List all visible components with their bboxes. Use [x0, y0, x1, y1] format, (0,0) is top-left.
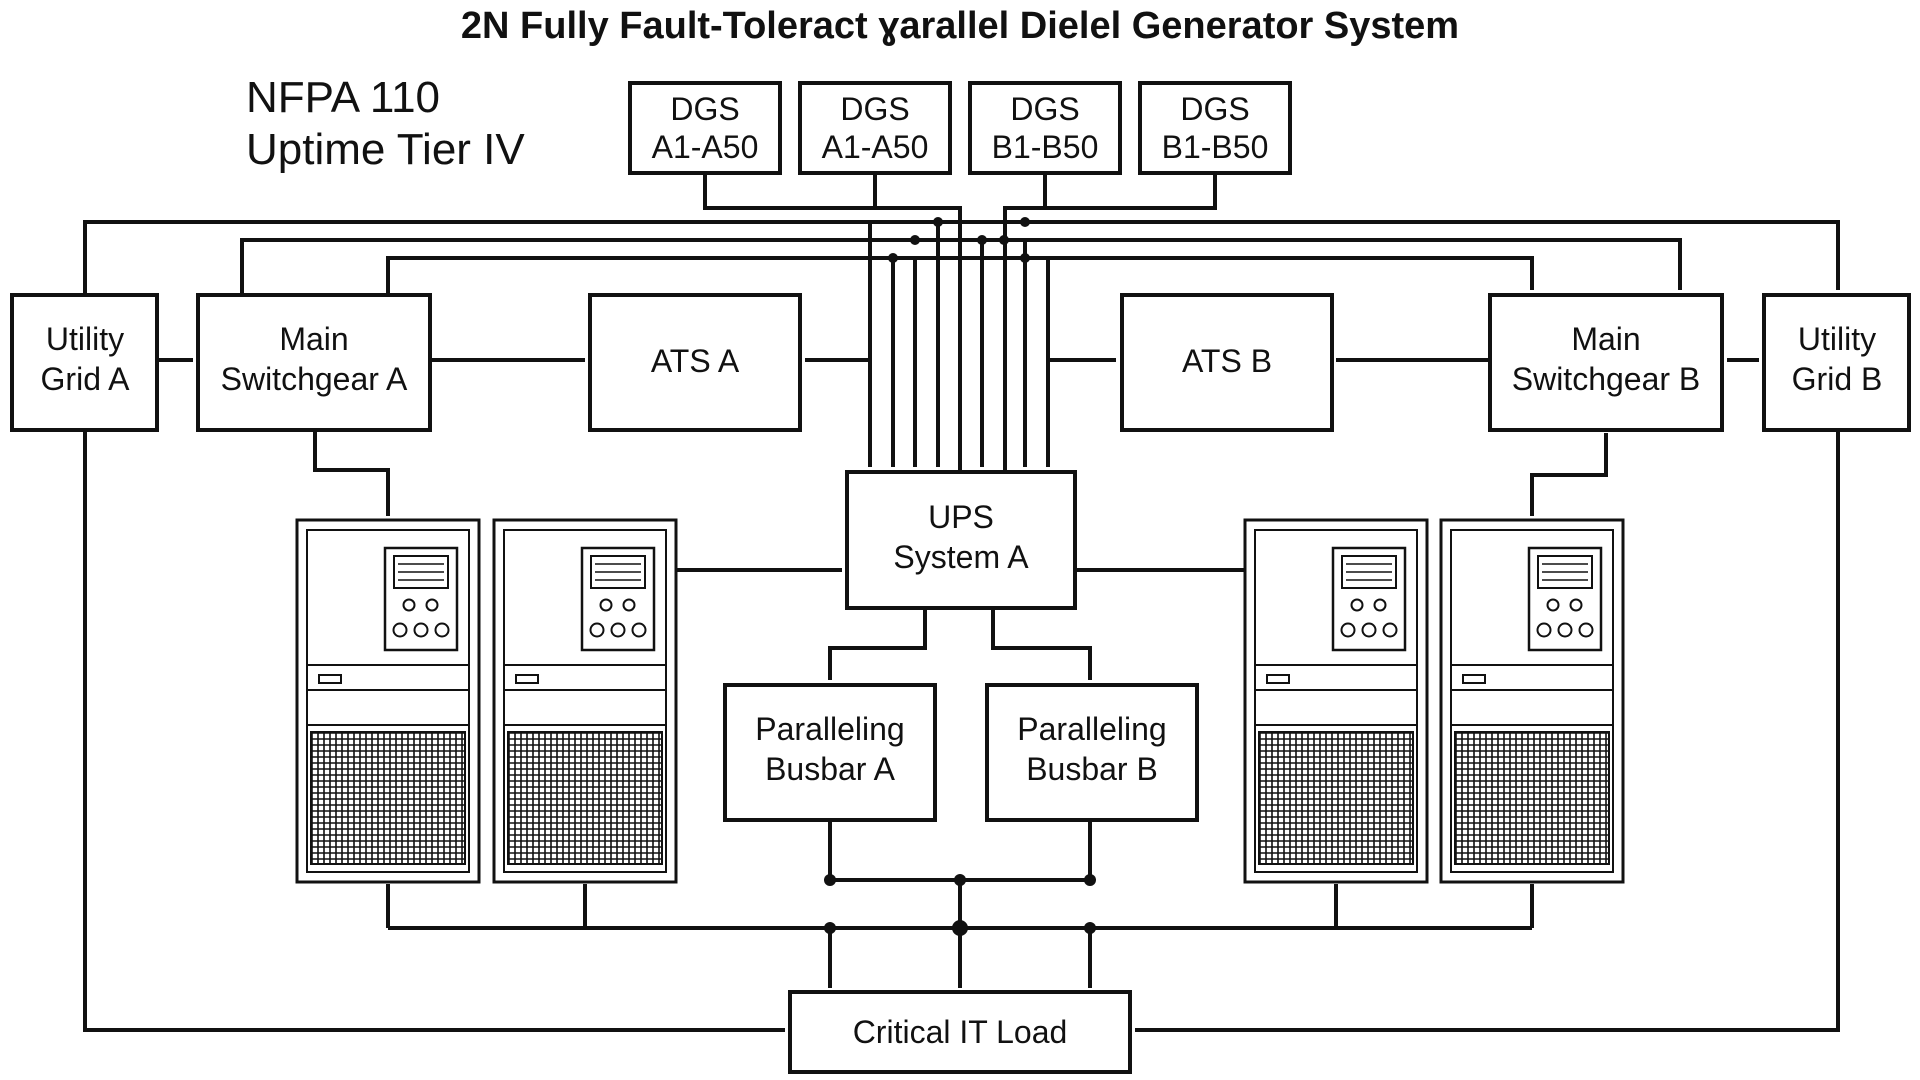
ups-cabinet-icon — [492, 518, 678, 884]
switchgear-a-label: Main — [279, 321, 348, 357]
generator-group-box: DGS B1-B50 — [968, 81, 1122, 175]
ats-b: ATS B — [1120, 293, 1334, 432]
main-switchgear-b: Main Switchgear B — [1488, 293, 1724, 432]
generator-group-range: B1-B50 — [1162, 129, 1269, 165]
standard-uptime: Uptime Tier IV — [246, 125, 525, 174]
ups-system-a: UPS System A — [845, 470, 1077, 610]
utility-grid-a-label: Utility — [46, 321, 124, 357]
distribution-bus-lines — [83, 220, 1840, 295]
standard-nfpa: NFPA 110 — [246, 73, 440, 122]
switchgear-a-cabinet-feed — [313, 430, 390, 516]
utility-grid-b-label: Utility — [1798, 321, 1876, 357]
ups-cabinet-icon — [295, 518, 481, 884]
switchgear-b-label: Main — [1571, 321, 1640, 357]
generator-group-box: DGS A1-A50 — [798, 81, 952, 175]
paralleling-busbar-a: Paralleling Busbar A — [723, 683, 937, 822]
paralleling-busbar-b: Paralleling Busbar B — [985, 683, 1199, 822]
load-input-feeds — [828, 928, 1092, 988]
grid-b-load-feed — [1135, 430, 1840, 1032]
ats-a-ups-link — [805, 358, 872, 467]
generator-group-range: A1-A50 — [822, 129, 929, 165]
busbar-a-sublabel: Busbar A — [765, 751, 896, 787]
ups-cabinet-icon — [1243, 518, 1429, 884]
utility-grid-a: Utility Grid A — [10, 293, 159, 432]
critical-it-load-label: Critical IT Load — [853, 1014, 1068, 1050]
ats-b-ups-link — [1046, 358, 1116, 467]
busbar-b-sublabel: Busbar B — [1026, 751, 1158, 787]
generator-group-label: DGS — [1180, 91, 1249, 127]
switchgear-b-cabinet-link — [1530, 433, 1608, 516]
junction-dot-icon — [824, 874, 1096, 936]
generator-group-label: DGS — [670, 91, 739, 127]
generator-group-box: DGS A1-A50 — [628, 81, 782, 175]
busbar-combine-bus — [828, 820, 1092, 882]
grid-a-load-feed — [83, 430, 785, 1032]
critical-it-load: Critical IT Load — [788, 990, 1132, 1074]
generator-group-range: A1-A50 — [652, 129, 759, 165]
generator-group-label: DGS — [840, 91, 909, 127]
page-title: 2N Fully Fault-Toleract ɣarallel Dielel … — [461, 5, 1459, 47]
utility-grid-a-sublabel: Grid A — [41, 361, 131, 397]
generator-group-box: DGS B1-B50 — [1138, 81, 1292, 175]
main-switchgear-a: Main Switchgear A — [196, 293, 432, 432]
switchgear-b-sublabel: Switchgear B — [1512, 361, 1701, 397]
ups-label: UPS — [928, 499, 994, 535]
ats-b-label: ATS B — [1182, 343, 1272, 379]
junction-dot-icon — [888, 217, 1030, 263]
ups-sublabel: System A — [893, 539, 1029, 575]
switchgear-a-sublabel: Switchgear A — [221, 361, 408, 397]
ups-input-feeds — [868, 222, 1050, 467]
ups-cabinet-icon — [1439, 518, 1625, 884]
ats-a: ATS A — [588, 293, 802, 432]
ups-busbar-a-feed — [828, 608, 927, 680]
utility-grid-b: Utility Grid B — [1762, 293, 1911, 432]
generator-group-label: DGS — [1010, 91, 1079, 127]
ups-busbar-b-feed — [991, 608, 1092, 680]
generator-feeder-lines — [703, 173, 1217, 470]
utility-grid-b-sublabel: Grid B — [1792, 361, 1883, 397]
cabinet-output-feeds — [386, 884, 1534, 928]
busbar-b-label: Paralleling — [1017, 711, 1166, 747]
ats-a-label: ATS A — [651, 343, 740, 379]
generator-group-range: B1-B50 — [992, 129, 1099, 165]
busbar-a-label: Paralleling — [755, 711, 904, 747]
